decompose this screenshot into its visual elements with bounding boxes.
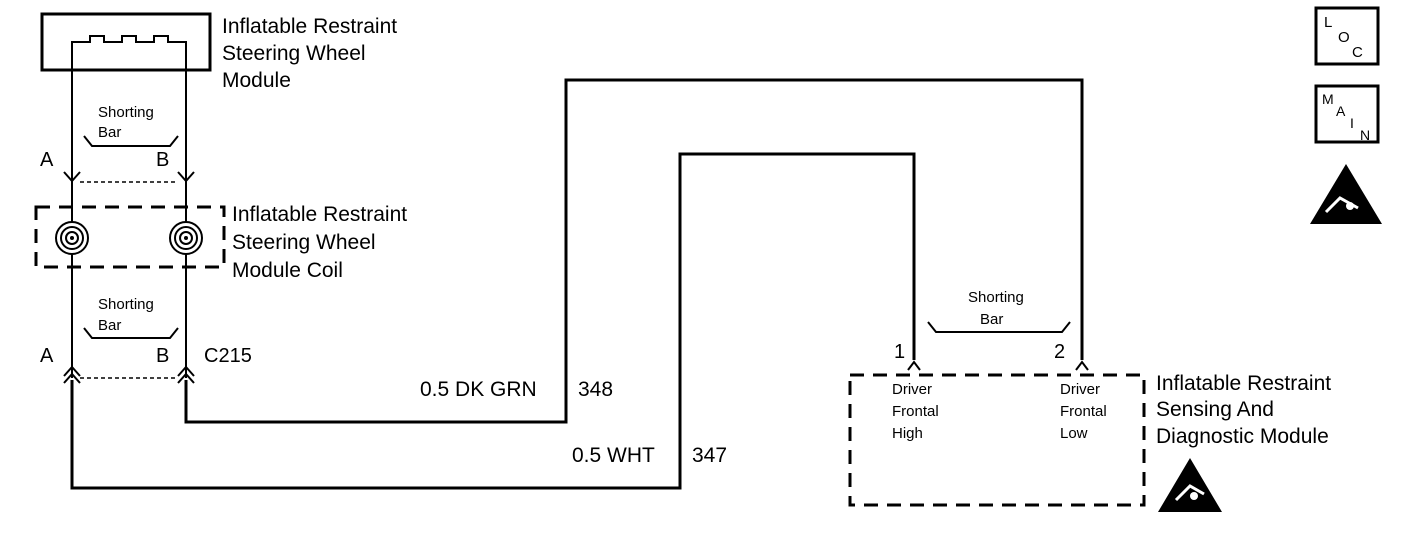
wire-348-circuit: 348 (578, 378, 613, 401)
sdm-pin-2-description: Driver Frontal Low (1060, 381, 1111, 442)
c215-pin-b-chevron-2-icon (177, 372, 195, 384)
sdm-pin-2-chevron-icon (1075, 360, 1089, 371)
c215-pin-a-chevron-2-icon (63, 372, 81, 384)
sdm-pin-2: 2 (1054, 341, 1065, 363)
loc-icon-frame (1314, 6, 1380, 66)
esd-caution-icon (1310, 164, 1382, 224)
loc-icon-char-c: C (1352, 44, 1363, 61)
c215-connector-name: C215 (204, 345, 252, 367)
loc-button[interactable]: L O C (1314, 6, 1380, 66)
wire-348-dk-grn (184, 78, 1084, 424)
c215-pin-a-chevron-icon (63, 365, 81, 377)
wire-347-gauge-color: 0.5 WHT (572, 444, 655, 467)
c215-pin-b: B (156, 345, 169, 367)
shorting-bar-3 (927, 321, 1071, 333)
wire-347-circuit: 347 (692, 444, 727, 467)
esd-warning-icon (1158, 458, 1222, 512)
steering-module-label: Inflatable Restraint Steering Wheel Modu… (222, 15, 403, 92)
loc-icon-char-l: L (1324, 14, 1332, 31)
module-coil-label: Inflatable Restraint Steering Wheel Modu… (232, 203, 413, 282)
coil-spiral-a-icon (55, 221, 89, 255)
main-icon-char-a: A (1336, 103, 1346, 119)
shorting-bar-3-label: Shorting Bar (968, 289, 1028, 328)
upper-connector-pin-b-arrow (177, 171, 195, 183)
main-icon-frame (1314, 84, 1380, 144)
c215-pin-a: A (40, 345, 54, 367)
upper-connector-pin-a: A (40, 149, 54, 171)
esd-caution-button[interactable] (1310, 164, 1382, 224)
module-coil-box (34, 205, 226, 269)
wire-348-gauge-color: 0.5 DK GRN (420, 378, 537, 401)
loc-icon-char-o: O (1338, 29, 1350, 46)
shorting-bar-2-label: Shorting Bar (98, 296, 158, 334)
steering-wheel-module (40, 12, 212, 72)
steering-wheel-module-box (40, 12, 212, 72)
upper-connector-pin-a-arrow (63, 171, 81, 183)
main-icon-char-m: M (1322, 91, 1334, 107)
coil-spiral-b-icon (169, 221, 203, 255)
sdm-label: Inflatable Restraint Sensing And Diagnos… (1156, 372, 1337, 448)
main-icon-char-i: I (1350, 115, 1354, 131)
sdm-box (848, 373, 1146, 507)
c215-pin-b-chevron-icon (177, 365, 195, 377)
upper-connector-pin-b: B (156, 149, 169, 171)
shorting-bar-1-label: Shorting Bar (98, 104, 158, 141)
module-connector-symbol (71, 35, 187, 56)
shorting-bar-1 (83, 135, 179, 147)
shorting-bar-2 (83, 327, 179, 339)
sdm-pin-1-description: Driver Frontal High (892, 381, 943, 442)
sdm-pin-1: 1 (894, 341, 905, 363)
esd-caution-spark-icon (1346, 202, 1354, 210)
main-button[interactable]: M A I N (1314, 84, 1380, 144)
sdm-pin-1-chevron-icon (907, 360, 921, 371)
wire-347-wht (70, 152, 916, 490)
main-icon-char-n: N (1360, 127, 1370, 143)
